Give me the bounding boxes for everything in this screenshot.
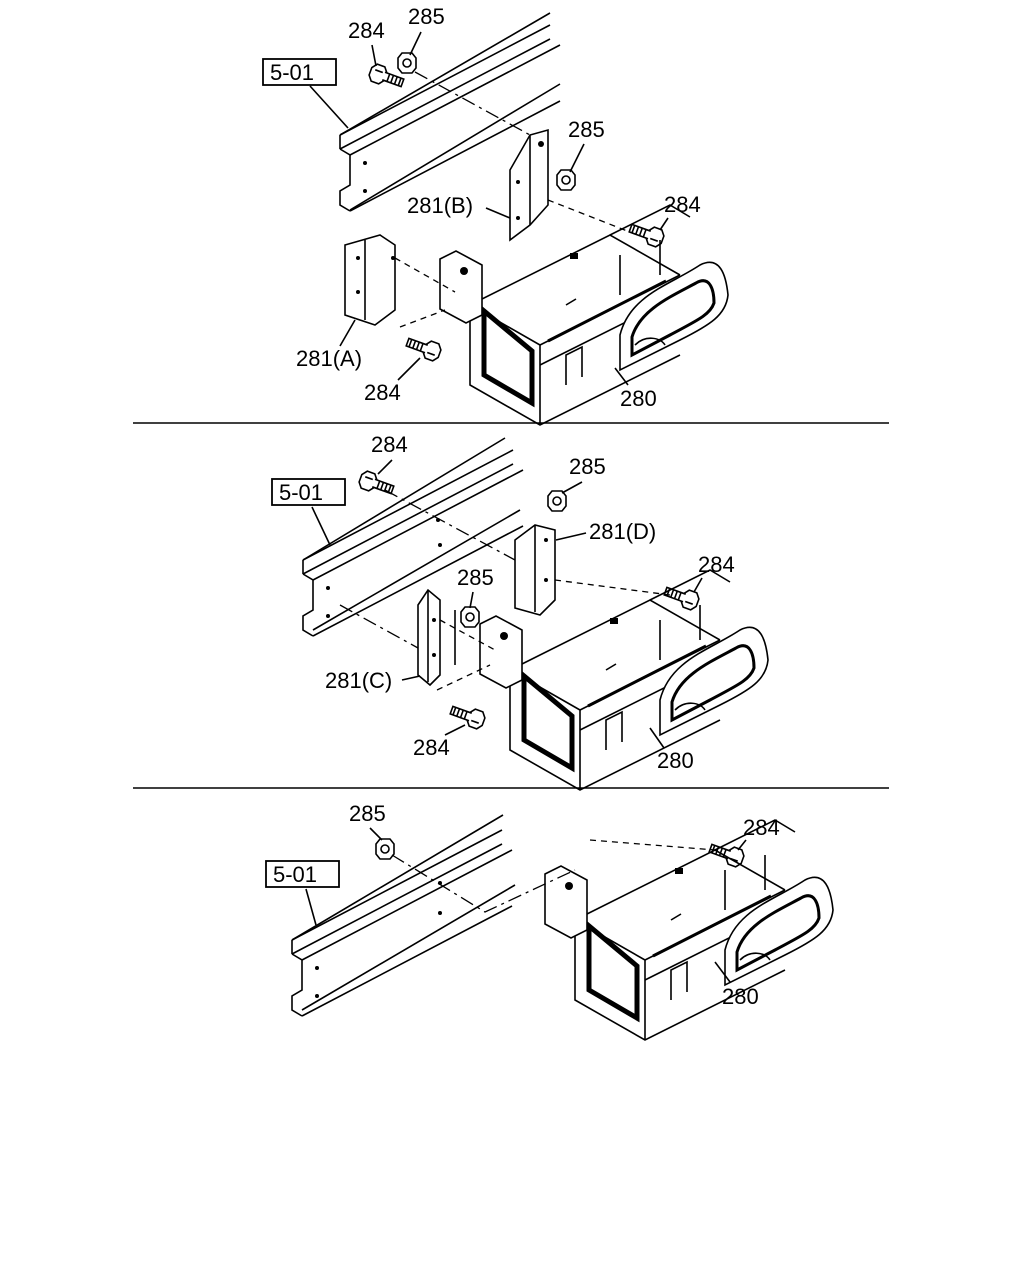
callout-280-a: 280 xyxy=(620,386,657,411)
callout-285-b: 285 xyxy=(568,117,605,142)
callout-281c: 281(C) xyxy=(325,668,392,693)
callout-284-g: 284 xyxy=(743,815,780,840)
nut-285-a xyxy=(397,52,417,74)
nut-285-b xyxy=(556,169,576,191)
callout-285-e: 285 xyxy=(349,801,386,826)
section-3: 5-01 285 284 280 xyxy=(265,801,833,1040)
ref-label-2: 5-01 xyxy=(279,480,323,505)
frame-rail-2 xyxy=(302,449,524,637)
callout-284-a: 284 xyxy=(348,18,385,43)
ref-box-1[interactable] xyxy=(262,58,337,86)
callout-281b: 281(B) xyxy=(407,193,473,218)
ref-label-3: 5-01 xyxy=(273,862,317,887)
section-1: 5-01 284 285 xyxy=(262,4,728,425)
callout-281a: 281(A) xyxy=(296,346,362,371)
callout-285-d: 285 xyxy=(457,565,494,590)
callout-285-a: 285 xyxy=(408,4,445,29)
callout-285-c: 285 xyxy=(569,454,606,479)
frame-rail-3 xyxy=(291,829,513,1017)
callout-284-f: 284 xyxy=(413,735,450,760)
bolt-284-c xyxy=(403,332,444,363)
nut-285-e xyxy=(375,838,395,860)
battery-box-280-c xyxy=(545,820,833,1040)
bolt-284-d xyxy=(356,469,397,500)
callout-284-d: 284 xyxy=(371,432,408,457)
battery-box-280-a xyxy=(440,205,728,425)
callout-280-b: 280 xyxy=(657,748,694,773)
bracket-281c xyxy=(417,588,441,687)
bracket-281a xyxy=(344,234,396,326)
section-2: 5-01 284 xyxy=(271,432,768,790)
ref-box-2[interactable] xyxy=(271,478,346,506)
nut-285-c xyxy=(547,490,567,512)
callout-284-e: 284 xyxy=(698,552,735,577)
ref-box-3[interactable] xyxy=(265,860,340,888)
callout-280-c: 280 xyxy=(722,984,759,1009)
callout-284-c: 284 xyxy=(364,380,401,405)
bolt-284-f xyxy=(447,700,488,731)
nut-285-d xyxy=(460,606,480,628)
callout-281d: 281(D) xyxy=(589,519,656,544)
callout-284-b: 284 xyxy=(664,192,701,217)
ref-label-1: 5-01 xyxy=(270,60,314,85)
bolt-284-e xyxy=(661,581,702,612)
